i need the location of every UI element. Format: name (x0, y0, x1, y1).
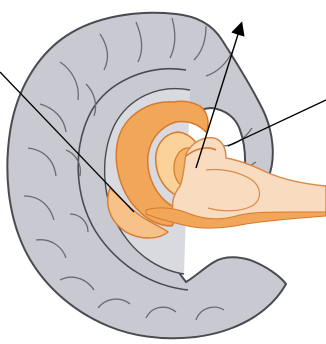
brain-diagram (0, 0, 326, 344)
